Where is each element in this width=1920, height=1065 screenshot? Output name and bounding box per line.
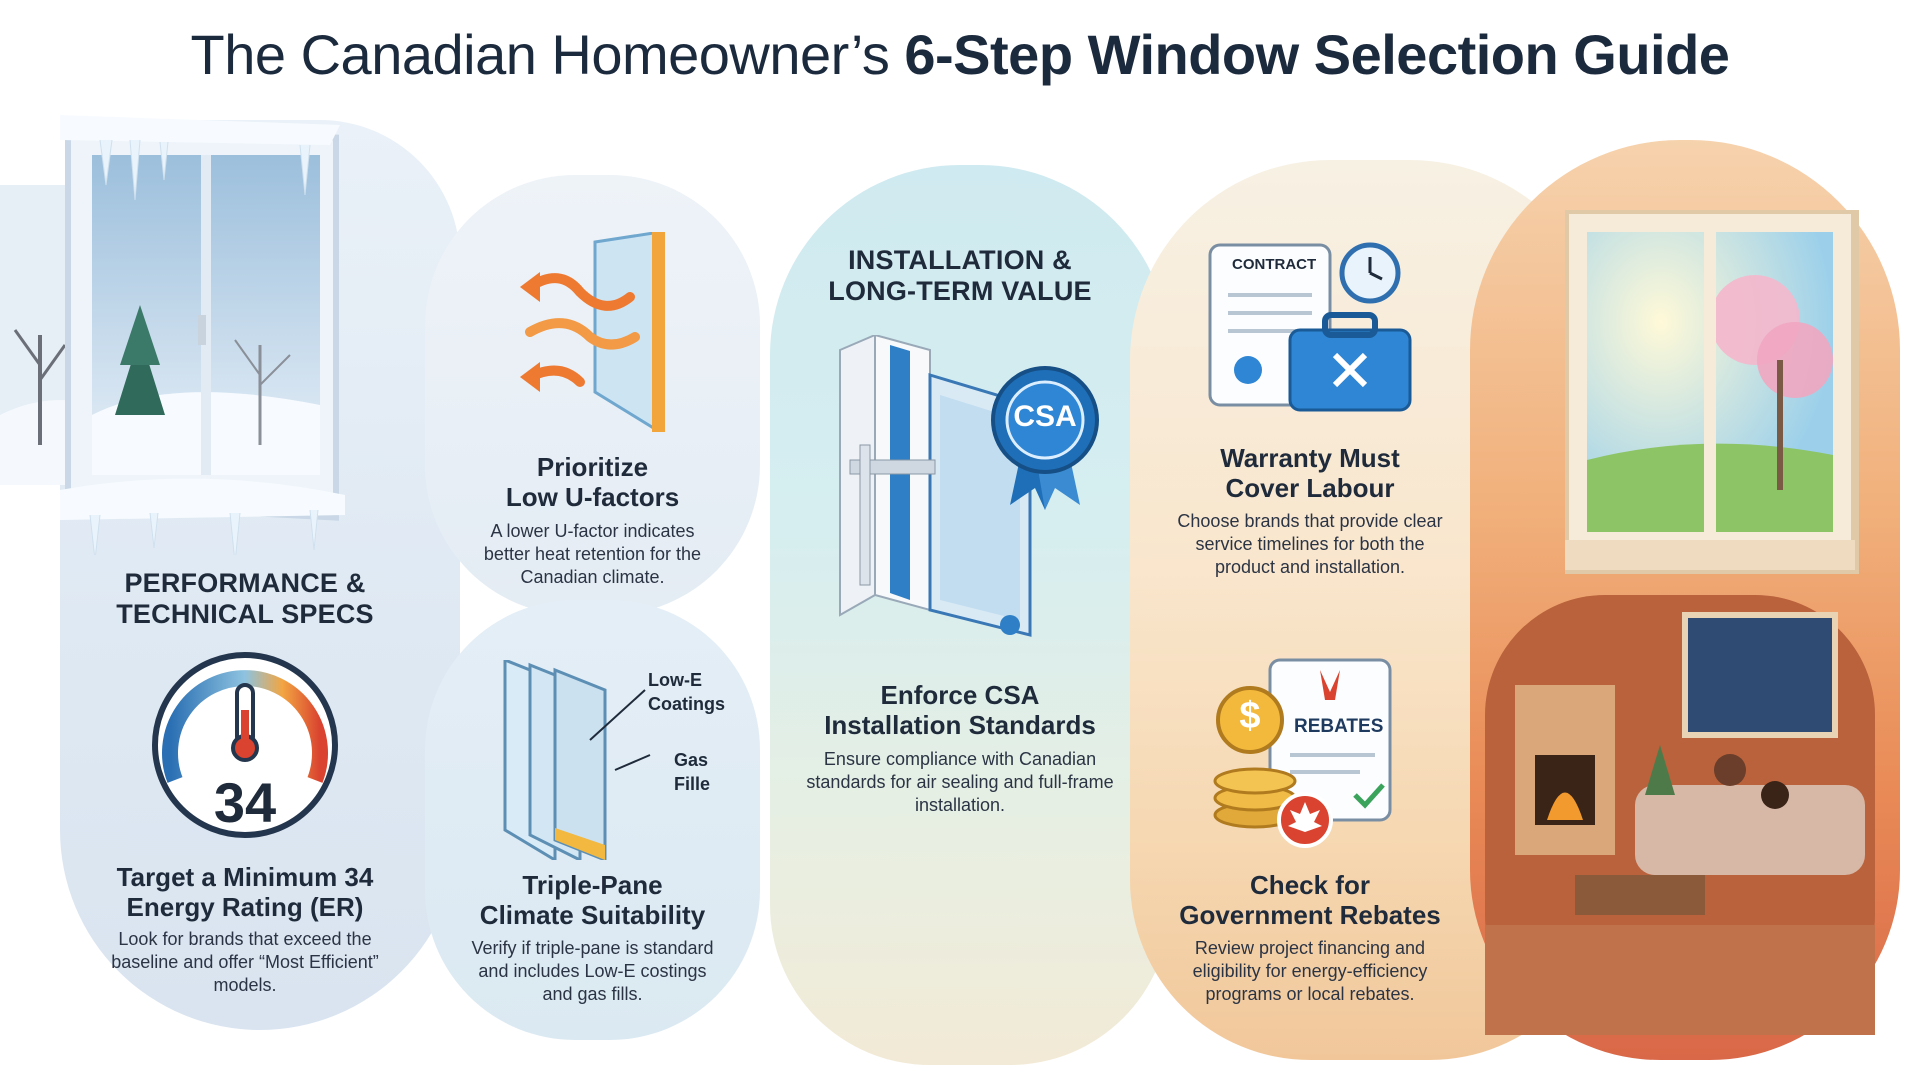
step-6-title: Check for Government Rebates (1150, 870, 1470, 930)
step-5-desc: Choose brands that provide clear service… (1177, 511, 1443, 577)
step-1-title: Target a Minimum 34 Energy Rating (ER) (95, 862, 395, 922)
step-3-title-line1: Triple-Pane (522, 870, 663, 900)
gauge-value: 34 (213, 771, 277, 834)
rebates-icon (1213, 658, 1392, 848)
living-room-illustration (1485, 595, 1875, 1035)
step-2-title: Prioritize Low U-factors (455, 452, 730, 512)
low-e-label: Low-E Coatings (648, 670, 726, 714)
rebates-label: REBATES (1294, 716, 1384, 737)
installation-heading: INSTALLATION & LONG-TERM VALUE (828, 245, 1092, 306)
step-2-title-line1: Prioritize (536, 452, 649, 482)
step-5-title-line2: Cover Labour (1225, 473, 1395, 503)
step-4-title-line2: Installation Standards (824, 710, 1096, 740)
dollar-label: $ (1239, 695, 1261, 737)
gas-label: Gas Fille (674, 750, 711, 794)
spring-window-illustration (1565, 210, 1859, 574)
contract-toolbox-icon (1208, 242, 1412, 412)
csa-badge-label: CSA (1013, 400, 1077, 433)
csa-badge-icon (991, 366, 1099, 510)
triple-pane-icon (503, 660, 651, 860)
step-6-title-line2: Government Rebates (1179, 900, 1441, 930)
step-2-title-line2: Low U-factors (505, 482, 680, 512)
title-light: The Canadian Homeowner’s (190, 23, 905, 86)
step-2-desc: A lower U-factor indicates better heat r… (483, 521, 702, 587)
contract-label: CONTRACT (1232, 256, 1317, 273)
title-bold: 6-Step Window Selection Guide (904, 23, 1730, 86)
energy-rating-gauge (152, 652, 338, 838)
heat-retention-icon (520, 232, 665, 432)
page-title: The Canadian Homeowner’s 6-Step Window S… (0, 22, 1920, 87)
step-4-desc: Ensure compliance with Canadian standard… (806, 749, 1114, 815)
step-5-title-line1: Warranty Must (1220, 443, 1400, 473)
step-6-desc: Review project financing and eligibility… (1192, 938, 1428, 1004)
step-5-title: Warranty Must Cover Labour (1150, 443, 1470, 503)
frozen-window-illustration (0, 115, 345, 555)
step-4-title: Enforce CSA Installation Standards (800, 680, 1120, 740)
u-factor-panel (425, 175, 760, 615)
step-3-title: Triple-Pane Climate Suitability (455, 870, 730, 930)
step-1-title-line1: Target a Minimum 34 (116, 862, 374, 892)
step-3-title-line2: Climate Suitability (479, 900, 706, 930)
performance-heading: PERFORMANCE & TECHNICAL SPECS (116, 568, 374, 629)
step-4-title-line1: Enforce CSA (880, 680, 1040, 710)
step-3-desc: Verify if triple-pane is standard and in… (471, 938, 714, 1004)
step-1-title-line2: Energy Rating (ER) (126, 892, 364, 922)
step-1-desc: Look for brands that exceed the baseline… (111, 929, 379, 995)
step-6-title-line1: Check for (1250, 870, 1370, 900)
